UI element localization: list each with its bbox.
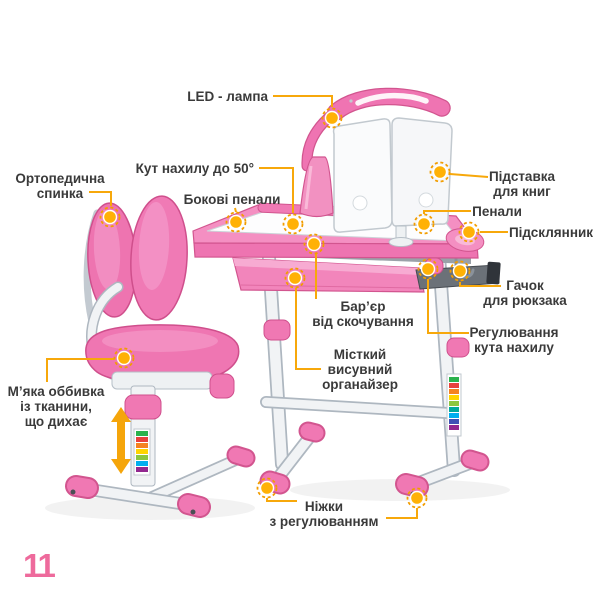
label-tilt-angle: Кут нахилу до 50° bbox=[136, 161, 254, 176]
callout-pencil-cases: Пенали bbox=[413, 204, 522, 235]
led-lamp bbox=[299, 87, 451, 218]
callout-dot-icon bbox=[116, 350, 132, 366]
label-feet: Ніжки bbox=[305, 499, 343, 514]
callout-dot-icon bbox=[432, 164, 448, 180]
callout-led-lamp: LED - лампа bbox=[187, 89, 343, 129]
label-led-lamp: LED - лампа bbox=[187, 89, 268, 104]
callout-barrier: Бар’єр від скочування bbox=[303, 233, 414, 329]
callout-side-trays: Бокові пенали bbox=[184, 192, 281, 233]
seat-plate bbox=[111, 371, 213, 390]
callout-dot-icon bbox=[102, 209, 118, 225]
label-hook: для рюкзака bbox=[483, 293, 567, 308]
label-book-stand: для книг bbox=[493, 184, 551, 199]
label-upholstery: із тканини, bbox=[20, 399, 92, 414]
chair-foot-cap bbox=[65, 445, 256, 518]
chair-leg-collar bbox=[124, 394, 162, 420]
desk bbox=[192, 87, 501, 498]
callout-tilt-adjustment: Регулювання кута нахилу bbox=[417, 258, 559, 355]
label-cup-holder: Підсклянник bbox=[509, 225, 593, 240]
label-backrest: спинка bbox=[37, 186, 84, 201]
callout-dot-icon bbox=[228, 214, 244, 230]
callout-dot-icon bbox=[287, 270, 303, 286]
callout-dot-icon bbox=[285, 216, 301, 232]
label-organizer: органайзер bbox=[322, 377, 398, 392]
label-upholstery: що дихає bbox=[25, 414, 88, 429]
chair-seat bbox=[85, 324, 240, 385]
drawer-organizer bbox=[232, 257, 425, 293]
callout-backrest: Ортопедична спинка bbox=[15, 171, 121, 228]
seat-bracket bbox=[209, 373, 235, 399]
label-feet: з регулюванням bbox=[269, 514, 378, 529]
callout-upholstery: М’яка оббивка із тканини, що дихає bbox=[8, 347, 135, 429]
label-tilt-adjustment: Регулювання bbox=[469, 325, 558, 340]
desk-underside bbox=[212, 242, 501, 293]
chair-base bbox=[65, 445, 256, 518]
label-tilt-adjustment: кута нахилу bbox=[474, 340, 554, 355]
label-barrier: Бар’єр bbox=[341, 299, 386, 314]
callout-dot-icon bbox=[420, 261, 436, 277]
book-stand bbox=[332, 117, 453, 247]
label-backrest: Ортопедична bbox=[15, 171, 105, 186]
callout-dot-icon bbox=[409, 490, 425, 506]
callout-hook: Гачок для рюкзака bbox=[449, 260, 567, 308]
callouts: LED - лампа Кут нахилу до 50° Ортопедичн… bbox=[8, 89, 594, 529]
callout-cup-holder: Підсклянник bbox=[458, 221, 593, 243]
callout-dot-icon bbox=[324, 110, 340, 126]
label-upholstery: М’яка оббивка bbox=[8, 384, 105, 399]
callout-dot-icon bbox=[259, 480, 275, 496]
label-hook: Гачок bbox=[506, 278, 544, 293]
height-scale-sticker bbox=[133, 428, 151, 476]
label-organizer: Місткий bbox=[334, 347, 386, 362]
chair-backrest bbox=[87, 195, 188, 321]
callout-book-stand: Підставка для книг bbox=[429, 161, 556, 199]
height-adjust-arrow-icon bbox=[111, 407, 131, 474]
label-book-stand: Підставка bbox=[489, 169, 556, 184]
callout-dot-icon bbox=[306, 236, 322, 252]
desk-front-edge bbox=[193, 242, 479, 259]
callout-tilt-angle: Кут нахилу до 50° bbox=[136, 161, 304, 235]
page-number: 11 bbox=[23, 547, 56, 584]
callout-dot-icon bbox=[452, 263, 468, 279]
label-barrier: від скочування bbox=[312, 314, 414, 329]
label-side-trays: Бокові пенали bbox=[184, 192, 281, 207]
callout-feet: Ніжки з регулюванням bbox=[256, 477, 428, 529]
callout-organizer: Місткий висувний органайзер bbox=[284, 267, 398, 392]
led-strip bbox=[355, 92, 429, 106]
label-organizer: висувний bbox=[328, 362, 393, 377]
height-scale-sticker bbox=[446, 373, 462, 437]
callout-dot-icon bbox=[461, 224, 477, 240]
callout-dot-icon bbox=[416, 216, 432, 232]
desk-leg-collar bbox=[446, 337, 470, 358]
chair bbox=[65, 195, 256, 518]
label-pencil-cases: Пенали bbox=[472, 204, 522, 219]
desk-leg-collar bbox=[263, 319, 291, 341]
